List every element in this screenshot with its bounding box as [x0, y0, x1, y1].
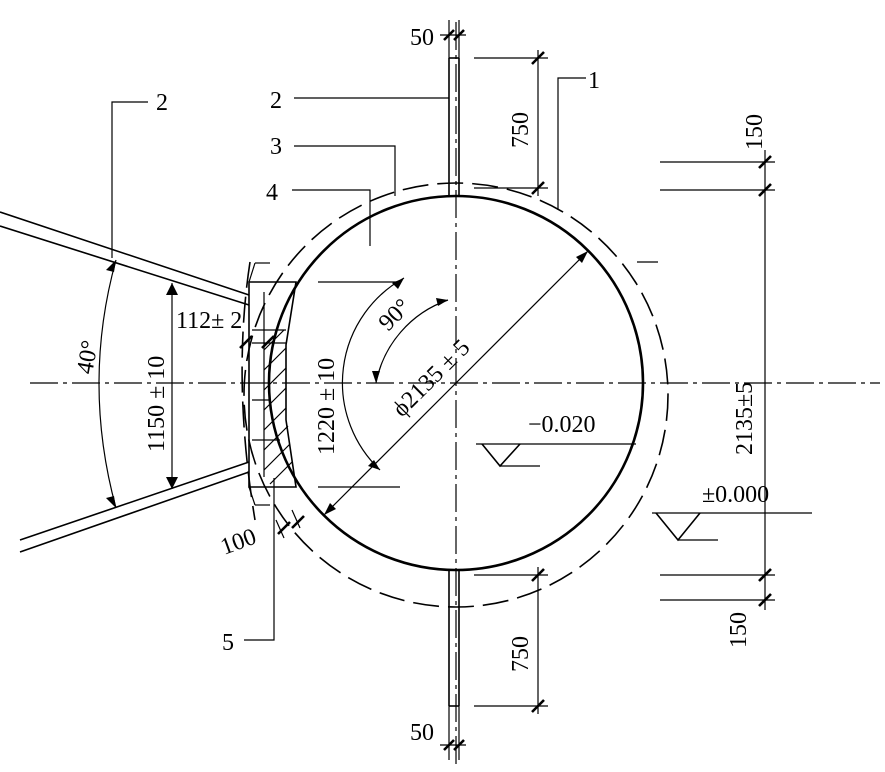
support-block	[239, 262, 297, 506]
top-plate	[448, 57, 460, 196]
elevation-marker-lower	[652, 512, 812, 542]
bottom-offset-label: 150	[726, 612, 752, 648]
chord-1220-label: 1220 ± 10	[314, 358, 340, 455]
lower-strut	[19, 461, 250, 553]
elevation-lower-label: ±0.000	[702, 482, 769, 508]
angle-90-dimension	[318, 277, 449, 488]
right-dimension-set	[637, 150, 775, 610]
bottom-gap-label: 50	[410, 720, 434, 746]
callout-4: 4	[266, 180, 278, 206]
top-750-dimension	[474, 50, 548, 196]
outer-dashed-circle	[243, 182, 669, 608]
bottom-750-label: 750	[508, 636, 534, 672]
bottom-plate	[448, 570, 460, 707]
chord-1150-label: 1150 ± 10	[144, 356, 170, 452]
bottom-750-dimension	[474, 567, 548, 714]
angle-40-label: 40°	[72, 338, 103, 376]
angle-40-dimension	[98, 259, 117, 509]
top-gap-marker	[440, 20, 466, 58]
block-dashed-outline	[241, 261, 256, 521]
width-100-label: 100	[217, 524, 260, 561]
leader-4	[292, 189, 371, 246]
thickness-112-label: 112± 2	[176, 308, 242, 334]
top-750-label: 750	[508, 112, 534, 148]
top-offset-label: 150	[742, 114, 768, 150]
callout-5: 5	[222, 630, 234, 656]
upper-strut	[0, 211, 250, 306]
width-100-dimension	[275, 509, 305, 539]
leader-1	[557, 77, 586, 210]
leader-5	[244, 478, 275, 641]
angle-90-label: 90°	[374, 294, 416, 336]
leader-2-left	[111, 101, 148, 258]
main-circle	[267, 194, 645, 572]
bottom-gap-marker	[440, 706, 466, 760]
top-gap-label: 50	[410, 25, 434, 51]
elevation-upper-label: −0.020	[528, 412, 596, 438]
callout-2-top: 2	[270, 88, 282, 114]
callout-2-left: 2	[156, 90, 168, 116]
leader-3	[294, 145, 396, 196]
callout-1: 1	[588, 68, 600, 94]
callout-3: 3	[270, 134, 282, 160]
overall-height-label: 2135±5	[732, 382, 758, 455]
diameter-label: ϕ2135 ± 5	[388, 335, 476, 423]
elevation-marker-upper	[476, 443, 636, 468]
diameter-dimension	[323, 250, 589, 516]
chord-1150-dimension	[166, 283, 178, 489]
